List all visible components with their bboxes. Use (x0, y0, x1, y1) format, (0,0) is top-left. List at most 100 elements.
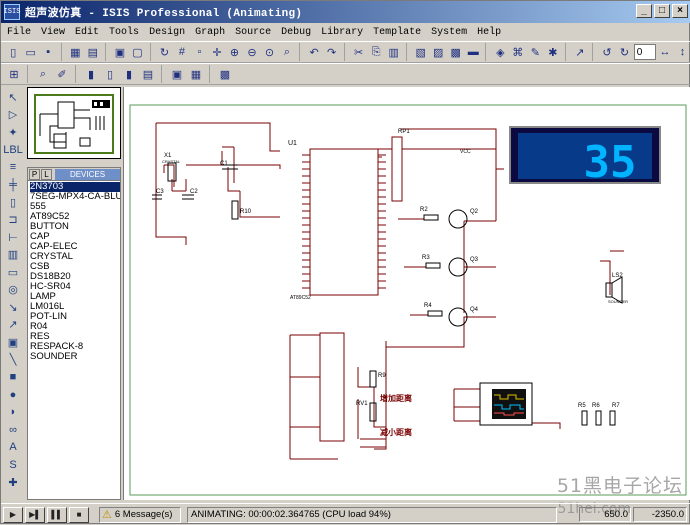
marker-icon[interactable]: ✚ (8, 476, 18, 489)
rotate-cw-icon[interactable]: ↻ (619, 46, 630, 59)
device-list-item[interactable]: LM016L (30, 302, 65, 312)
device-list-item[interactable]: SOUNDER (30, 352, 78, 362)
device-list-item[interactable]: HC-SR04 (30, 282, 71, 292)
menu-system[interactable]: System (431, 26, 468, 38)
ares-icon[interactable]: ▩ (219, 68, 231, 81)
circle-icon[interactable]: ● (9, 388, 17, 401)
voltage-probe-icon[interactable]: ↘ (8, 301, 18, 314)
device-list-item[interactable]: R04 (30, 322, 48, 332)
device-list-item[interactable]: RES (30, 332, 50, 342)
property-assign-icon[interactable]: ✐ (57, 68, 67, 81)
pause-button[interactable]: ▌▌ (47, 506, 67, 523)
menu-template[interactable]: Template (373, 26, 422, 38)
zoom-out-icon[interactable]: ⊖ (247, 46, 257, 59)
print-icon[interactable]: ▣ (114, 46, 126, 59)
menu-tools[interactable]: Tools (109, 26, 140, 38)
close-button[interactable]: × (672, 4, 688, 18)
bus-icon[interactable]: ╪ (9, 178, 17, 191)
app-icon[interactable]: ISIS (4, 4, 20, 20)
library-manager-button[interactable]: L (41, 168, 52, 180)
pick-devices-button[interactable]: P (29, 168, 40, 180)
schematic-canvas[interactable]: U1 AT89C52 X1 CRYSTAL C3 C2 C1 R10 RP1 V… (123, 87, 690, 500)
device-list-item[interactable]: CSB (30, 262, 50, 272)
menu-debug[interactable]: Debug (281, 26, 312, 38)
pan-icon[interactable]: ✛ (212, 46, 222, 59)
pick-device-icon[interactable]: ◈ (496, 46, 505, 59)
remove-sheet-icon[interactable]: ▯ (106, 68, 114, 81)
device-list-item[interactable]: CRYSTAL (30, 252, 73, 262)
step-button[interactable]: ▶▌ (25, 506, 45, 523)
device-list-item[interactable]: LAMP (30, 292, 56, 302)
device-pin-icon[interactable]: ⊢ (8, 231, 18, 244)
subcircuit-icon[interactable]: ▯ (9, 196, 17, 209)
menu-design[interactable]: Design (149, 26, 186, 38)
save-icon[interactable]: ▪ (46, 46, 51, 58)
play-button[interactable]: ▶ (3, 506, 23, 523)
paste-icon[interactable]: ▥ (388, 46, 399, 59)
electrical-rule-check-icon[interactable]: ▦ (190, 68, 202, 81)
symbol-icon[interactable]: S (9, 458, 17, 471)
packaging-icon[interactable]: ✎ (530, 46, 540, 59)
origin-icon[interactable]: ▫ (197, 46, 202, 58)
menu-view[interactable]: View (41, 26, 66, 38)
block-move-icon[interactable]: ▨ (433, 46, 444, 59)
wire-label-icon[interactable]: LBL (3, 143, 23, 156)
graph-icon[interactable]: ▥ (7, 249, 19, 262)
copy-icon[interactable]: ⎘ (371, 45, 381, 58)
bill-of-materials-icon[interactable]: ▣ (171, 68, 183, 81)
cut-icon[interactable]: ✂ (354, 46, 364, 59)
device-list-item[interactable]: 7SEG-MPX4-CA-BLUE (30, 192, 120, 202)
zoom-area-icon[interactable]: ⌕ (283, 45, 291, 58)
device-list-item[interactable]: BUTTON (30, 222, 69, 232)
generator-icon[interactable]: ◎ (8, 284, 18, 297)
menu-library[interactable]: Library (321, 26, 364, 38)
print-area-icon[interactable]: ▢ (132, 46, 143, 59)
device-list-item[interactable]: 555 (30, 202, 46, 212)
menu-graph[interactable]: Graph (195, 26, 226, 38)
device-list-item[interactable]: CAP-ELEC (30, 242, 78, 252)
zoom-all-icon[interactable]: ⊙ (264, 46, 275, 59)
tape-recorder-icon[interactable]: ▭ (7, 266, 19, 279)
exit-parent-icon[interactable]: ▮ (125, 68, 133, 81)
stop-button[interactable]: ■ (69, 506, 89, 523)
new-icon[interactable]: ▯ (10, 46, 17, 59)
selection-mode-icon[interactable]: ↖ (8, 91, 18, 104)
block-rotate-icon[interactable]: ▩ (450, 46, 461, 59)
menu-help[interactable]: Help (477, 26, 502, 38)
maximize-button[interactable]: □ (654, 4, 670, 18)
device-list-item[interactable]: DS18B20 (30, 272, 71, 282)
netlist-icon[interactable]: ⊞ (9, 68, 19, 81)
messages-indicator[interactable]: ⚠ 6 Message(s) (99, 506, 181, 523)
text-script-icon[interactable]: ≡ (9, 161, 17, 174)
refresh-icon[interactable]: ↻ (159, 46, 170, 59)
device-list-item[interactable]: RESPACK-8 (30, 342, 84, 352)
device-list-item[interactable]: AT89C52 (30, 212, 70, 222)
rotate-ccw-icon[interactable]: ↺ (602, 46, 612, 59)
mirror-horizontal-icon[interactable]: ↔ (659, 46, 671, 58)
export-icon[interactable]: ▤ (87, 46, 99, 59)
new-sheet-icon[interactable]: ▮ (87, 68, 95, 81)
device-list-item[interactable]: CAP (30, 232, 50, 242)
undo-icon[interactable]: ↶ (309, 46, 319, 59)
menu-source[interactable]: Source (235, 26, 272, 38)
device-list-item[interactable]: POT-LIN (30, 312, 67, 322)
block-copy-icon[interactable]: ▧ (415, 46, 426, 59)
text-icon[interactable]: A (9, 441, 17, 454)
block-delete-icon[interactable]: ▬ (467, 46, 479, 58)
import-icon[interactable]: ▦ (70, 46, 81, 59)
box-icon[interactable]: ■ (9, 371, 17, 384)
arc-icon[interactable]: ◗ (9, 406, 17, 419)
overview-viewport[interactable] (34, 94, 114, 154)
path-icon[interactable]: ∞ (9, 423, 17, 436)
sheet-list-icon[interactable]: ▤ (142, 68, 154, 81)
device-list-item[interactable]: 2N3703 (30, 182, 120, 192)
mirror-vertical-icon[interactable]: ↕ (679, 46, 686, 58)
rotation-input[interactable] (633, 44, 656, 60)
menu-file[interactable]: File (7, 26, 32, 38)
decompose-icon[interactable]: ✱ (548, 46, 558, 59)
component-mode-icon[interactable]: ▷ (8, 109, 18, 122)
open-icon[interactable]: ▭ (25, 46, 36, 59)
terminal-icon[interactable]: ⊐ (8, 214, 18, 227)
grid-icon[interactable]: # (178, 46, 186, 58)
wire-autorouter-icon[interactable]: ↗ (575, 46, 585, 59)
